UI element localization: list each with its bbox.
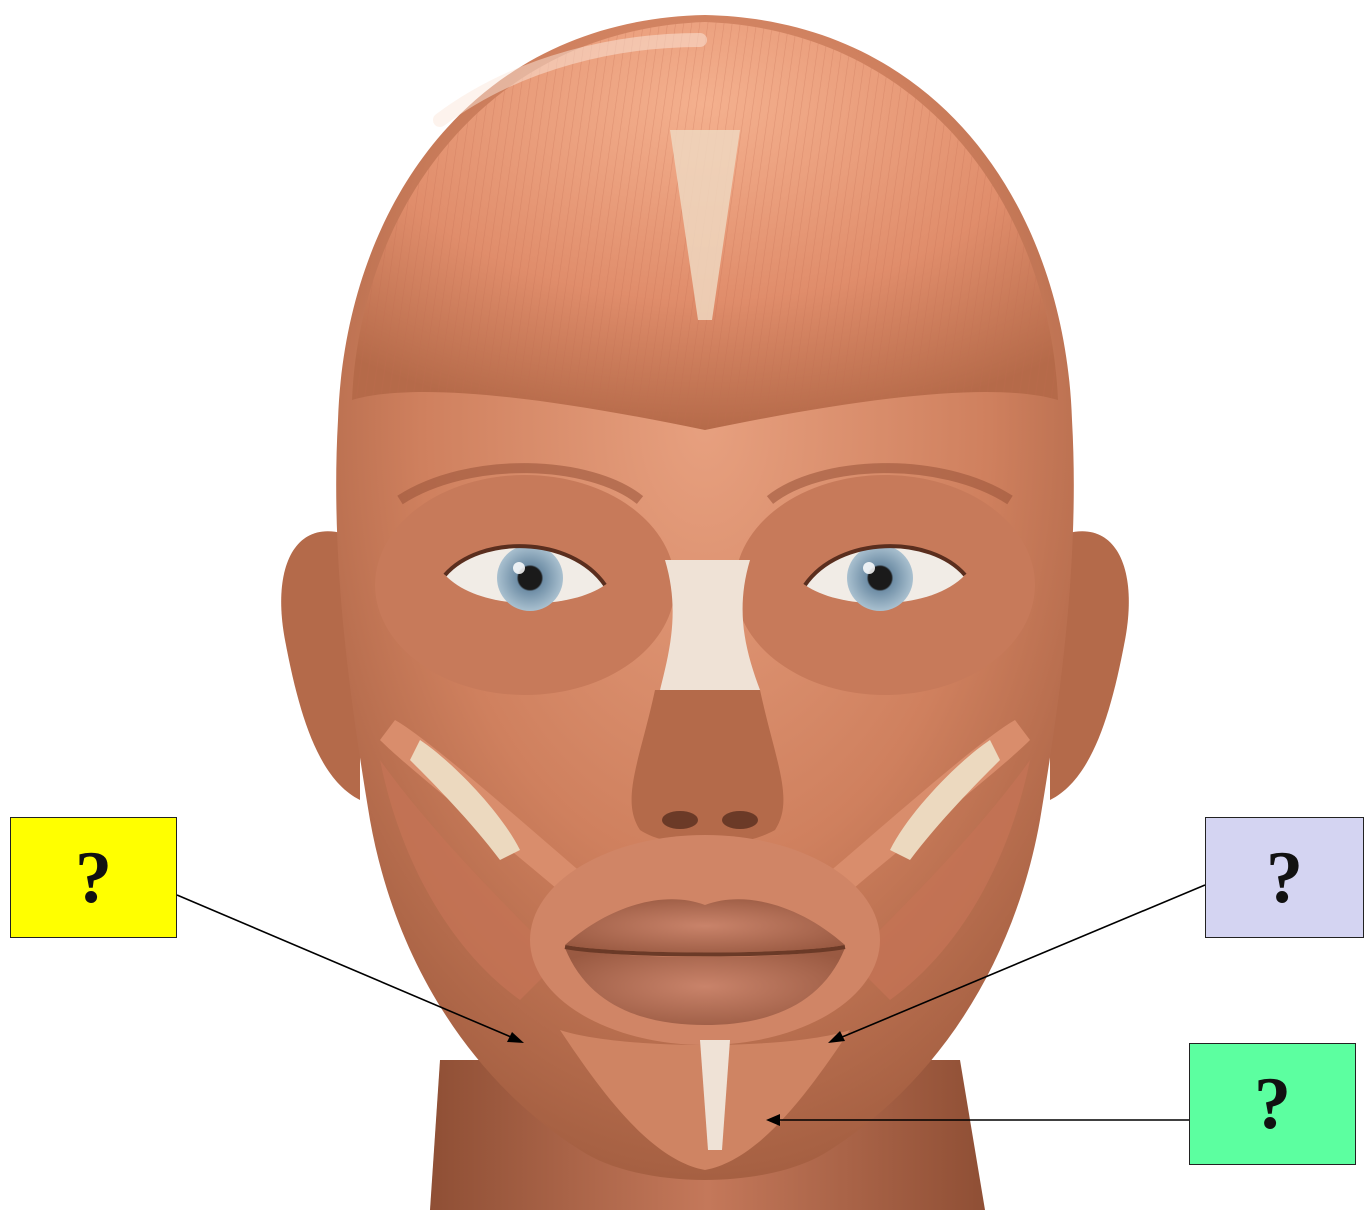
label-box-right[interactable]: ? [1205, 817, 1364, 938]
nose [632, 690, 784, 845]
label-box-bottom[interactable]: ? [1189, 1043, 1356, 1165]
label-box-left[interactable]: ? [10, 817, 177, 938]
